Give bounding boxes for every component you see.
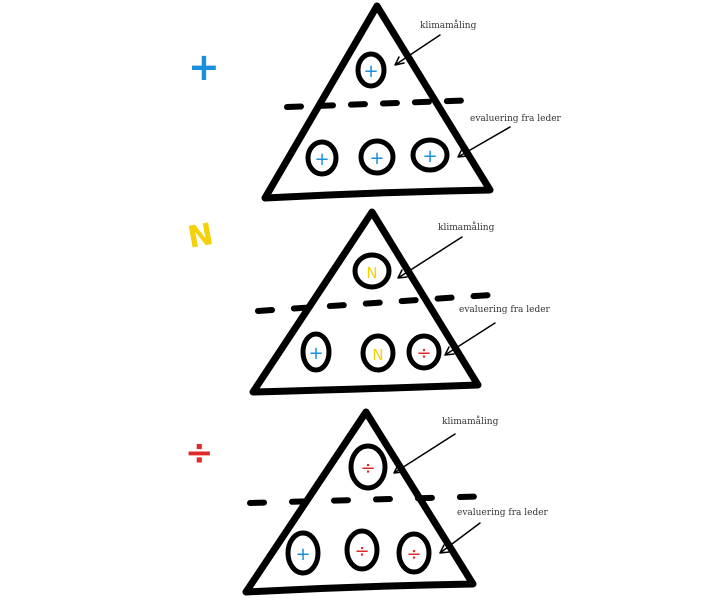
divider-dashed-line <box>247 493 500 506</box>
legend-symbol-plus: + <box>188 45 220 89</box>
bottom-circle-3-symbol: + <box>422 146 437 167</box>
pyramid-triangle <box>249 208 482 396</box>
bottom-circle-1 <box>285 530 321 576</box>
bottom-circle-2-symbol: N <box>372 346 383 364</box>
arrow-evaluering <box>439 522 481 554</box>
legend-symbol-minus: ÷ <box>185 433 214 473</box>
bottom-circle-3 <box>410 137 450 173</box>
top-circle <box>352 252 392 290</box>
label-evaluering: evaluering fra leder <box>470 114 562 124</box>
bottom-circle-1 <box>305 139 339 177</box>
top-circle-symbol: + <box>363 61 378 82</box>
panel-positive: + + + + + klimamåling evaluering fra led… <box>188 2 562 202</box>
label-klimamaling: klimamåling <box>438 221 495 233</box>
bottom-circle-3 <box>396 531 432 575</box>
arrow-evaluering <box>444 322 496 356</box>
divider-dashed-line <box>284 97 481 110</box>
bottom-circle-2-symbol: + <box>369 148 384 169</box>
bottom-circle-3 <box>406 333 442 371</box>
bottom-circle-2 <box>344 528 380 572</box>
label-klimamaling: klimamåling <box>442 415 499 427</box>
divider-dashed-line <box>255 291 508 314</box>
top-circle <box>348 443 388 491</box>
bottom-circle-2-symbol: ÷ <box>354 541 369 562</box>
bottom-circle-2 <box>360 333 396 373</box>
label-evaluering: evaluering fra leder <box>457 508 549 518</box>
pyramid-triangle <box>242 408 477 596</box>
arrow-klimamaling <box>394 34 441 66</box>
top-circle <box>355 51 387 89</box>
bottom-circle-1-symbol: + <box>314 149 329 170</box>
pyramid-triangle <box>261 2 494 202</box>
bottom-circle-3-symbol: ÷ <box>406 544 421 565</box>
bottom-circle-3-symbol: ÷ <box>416 343 431 364</box>
arrow-evaluering <box>457 126 511 158</box>
bottom-circle-2 <box>358 138 396 176</box>
legend-symbol-neutral: N <box>185 217 216 256</box>
bottom-circle-1 <box>300 331 332 373</box>
bottom-circle-1-symbol: + <box>295 544 310 565</box>
top-circle-symbol: N <box>366 264 377 282</box>
label-klimamaling: klimamåling <box>420 19 477 31</box>
label-evaluering: evaluering fra leder <box>459 305 551 315</box>
panel-neutral: N N + N ÷ klimamåling evaluering fra led… <box>185 208 551 396</box>
arrow-klimamaling <box>393 433 456 474</box>
arrow-klimamaling <box>397 236 463 279</box>
bottom-circle-1-symbol: + <box>308 343 323 364</box>
top-circle-symbol: ÷ <box>360 458 375 479</box>
panel-negative: ÷ ÷ + ÷ ÷ klimamåling evaluering fra led… <box>185 408 549 596</box>
